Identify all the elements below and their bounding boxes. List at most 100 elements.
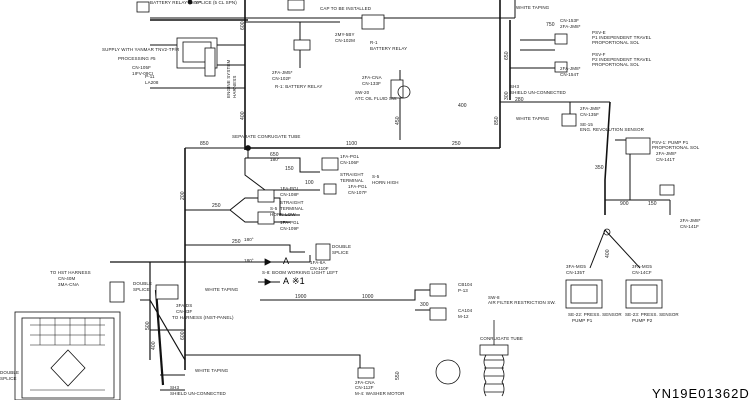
label-pump-right-code1: 2FA-JM8* <box>680 218 701 223</box>
connector-cn154 <box>554 61 568 73</box>
connector-battery-top-b <box>287 0 305 11</box>
label-travel-p2-name1: PSV-F <box>592 52 606 57</box>
length-350: 350 <box>595 165 604 171</box>
wire-horn-5 <box>185 244 305 253</box>
label-horn-low-name1: S-5 <box>270 206 278 211</box>
label-eng-rev-name2: ENG. REVOLUTION SENSOR <box>580 127 644 132</box>
label-air-code2: P-13 <box>458 288 468 293</box>
label-press-p2-name2: PUMP P2 <box>632 318 653 323</box>
label-air-code4: M-12 <box>458 314 469 319</box>
label-horn-low-name2: HORN LOW <box>270 212 296 217</box>
label-travel-p2-name3: PROPORTIONAL SOL <box>592 62 640 67</box>
wire-lower-left-2 <box>140 299 185 331</box>
length-1100: 1100 <box>346 141 358 147</box>
connector-pump-p1 <box>625 137 651 155</box>
label-r1-name: R-1: BATTERY RELAY <box>275 84 323 89</box>
label-splice: SPLICE (5 CL SPN) <box>195 0 237 5</box>
label-press-p2-name1: SE-23: PRESS. SENSOR <box>625 312 679 317</box>
marker-section-a1: A <box>283 256 290 266</box>
label-straight-1-name: STRAIGHT TERMINAL <box>340 172 364 183</box>
connector-air-filter-2 <box>429 307 447 321</box>
connector-press-p2-inner <box>630 284 658 304</box>
label-travel-p1-code1: CN-153F <box>560 18 579 23</box>
marker-angle-2: 180° <box>244 258 254 263</box>
label-shield-top-name: SHIELD UN-CONNECTED <box>510 90 566 95</box>
label-left-cn105-2: 1IFV-09CI <box>132 71 154 76</box>
label-press-p1-code2: CN-135T <box>566 270 585 275</box>
label-boom-light-name: S-8: BOOM WORKING LIGHT LEFT <box>262 270 338 275</box>
wire-lower-left-bus <box>110 261 186 361</box>
sensor-circle-bottom <box>435 359 461 385</box>
connector-double-splice-mid <box>315 243 331 261</box>
label-eng-rev-code2: CN-135F <box>580 112 599 117</box>
connector-press-p1-inner <box>570 284 598 304</box>
label-cap-installed: CAP TO BE INSTALLED <box>320 6 372 11</box>
wire-split-p1 <box>589 229 606 269</box>
label-white-taping-mid: WHITE TAPING <box>516 116 550 121</box>
label-inst-code2: CN-33F <box>176 309 193 314</box>
label-inst-code1: 3FA-DS <box>176 303 193 308</box>
label-white-taping-top: WHITE TAPING <box>516 5 550 10</box>
length-250b: 250 <box>212 203 221 209</box>
label-white-taping-low-1: WHITE TAPING <box>205 287 239 292</box>
marker-angle-3: 180° <box>244 237 254 242</box>
length-250c: 250 <box>232 239 241 245</box>
label-processing: PROCESSING #5 <box>118 56 156 61</box>
label-left-cn105-1: CN-105F <box>132 65 151 70</box>
label-press-p1-code1: 3FA-MG5 <box>566 264 586 269</box>
label-pump-right-code2: CN-141F <box>680 224 699 229</box>
wire-horn-4 <box>229 209 290 223</box>
length-600b: 600 <box>180 331 186 340</box>
connector-lower-grid <box>30 318 105 391</box>
label-battery-relay-name2: BATTERY RELAY <box>370 46 408 51</box>
label-travel-p1-code2: 2FA-JM8* <box>560 24 581 29</box>
marker-section-a2: A <box>283 276 290 286</box>
length-750: 750 <box>546 22 555 28</box>
label-atc-code2: CN-133F <box>362 81 381 86</box>
label-pump-p1-name1: PSV-1: PUMP P1 <box>652 140 689 145</box>
label-atc-code1: 2FA-CNA <box>362 75 382 80</box>
length-100: 100 <box>305 180 314 186</box>
label-straight-1-code2: CN-107F <box>348 190 367 195</box>
label-shield-low-code: SH3 <box>170 385 180 390</box>
length-250: 250 <box>452 141 461 147</box>
wire-right-diag <box>604 101 611 215</box>
label-washer-name: M-4: WASHER MOTOR <box>355 391 405 396</box>
label-double-splice-mid: DOUBLE SPLICE <box>332 244 352 255</box>
label-washer-code1: 2FA-CNA <box>355 380 375 385</box>
length-400b: 400 <box>151 341 157 350</box>
label-separate-tube: SEPARATE CONRUGATE TUBE <box>232 134 301 139</box>
length-1000: 1000 <box>362 294 374 300</box>
length-400d: 400 <box>605 249 611 258</box>
label-straight-2-name: STRAIGHT TERMINAL <box>280 200 304 211</box>
label-horn-high-name1: S-5 <box>372 174 380 179</box>
label-conrugate-tube: CONRUGATE TUBE <box>480 336 523 341</box>
label-left-p1-2: LA208 <box>145 80 159 85</box>
label-battery-relay-code2: CN-102M <box>335 38 355 43</box>
wire-lower-left-3 <box>160 374 185 391</box>
label-straight-2-code2: CN-108F <box>280 192 299 197</box>
marker-angle-1: 180° <box>270 157 280 162</box>
label-pump-p1-code1: 2FA-JM8* <box>656 151 677 156</box>
wire-air-filter <box>260 289 430 311</box>
label-white-taping-low-2: WHITE TAPING <box>195 368 229 373</box>
label-boom-light-code1: 1FA-6A <box>310 260 326 265</box>
connector-lower-diamond <box>50 349 86 387</box>
label-r1-code1: 2FA-JM5* <box>272 70 293 75</box>
label-atc-name1: SW-20 <box>355 90 370 95</box>
length-150: 150 <box>285 166 294 172</box>
label-double-splice-left: DOUBLE SPLICE <box>133 281 153 292</box>
label-travel-p2-name2: P2 INDEPENDENT TRAVEL <box>592 57 652 62</box>
label-inst-name: TO HARNESS (INST-PANEL) <box>172 315 234 320</box>
arrow-a-1 <box>264 258 272 266</box>
length-450: 450 <box>395 116 401 125</box>
connector-r1-relay <box>293 39 311 51</box>
label-travel-p1-name3: PROPORTIONAL SOL <box>592 40 640 45</box>
label-press-p1-name2: PUMP P1 <box>572 318 593 323</box>
splice-dot <box>187 0 193 5</box>
label-straight-2-code1: 1FA-PGL <box>280 186 300 191</box>
label-left-p1-1: P-11 <box>145 74 155 79</box>
sensor-circle-cn133 <box>397 85 411 99</box>
label-boom-light-code2: CN-110F <box>310 266 329 271</box>
